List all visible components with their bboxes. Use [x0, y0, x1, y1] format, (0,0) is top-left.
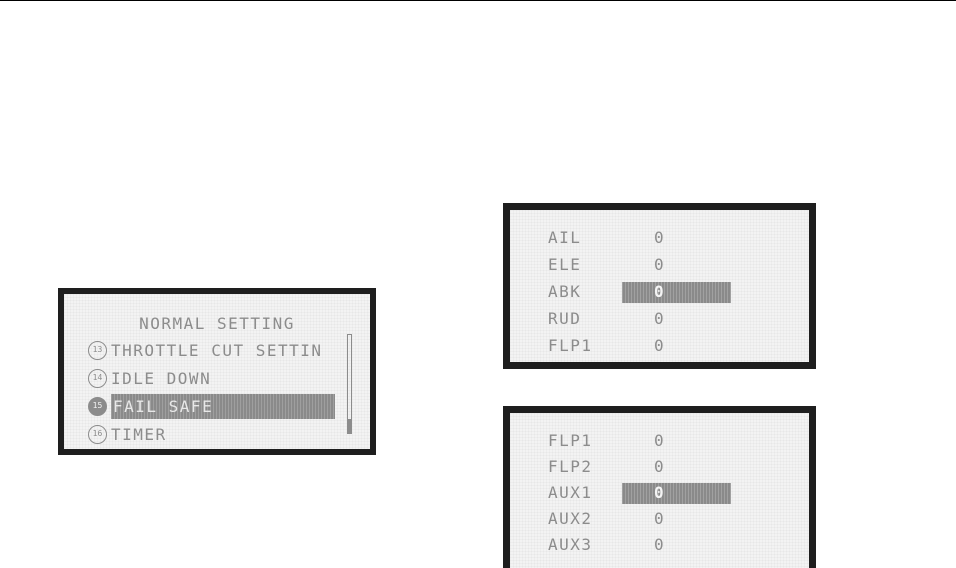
channel-value: 0: [654, 533, 674, 557]
channel-name: ABK: [548, 280, 618, 304]
channel-value: 0: [654, 507, 674, 531]
failsafe-channel-screen-2: FLP1 0 FLP2 0 AUX1 0 AUX2 0 AUX3 0: [503, 406, 816, 568]
menu-scrollbar-thumb[interactable]: [348, 419, 351, 433]
channel-name: AUX2: [548, 507, 618, 531]
top-rule: [0, 0, 956, 1]
channel-value: 0: [654, 334, 674, 358]
channel-value: 0: [654, 253, 674, 277]
failsafe-channel-screen-1: AIL 0 ELE 0 ABK 0 RUD 0 FLP1 0: [503, 203, 816, 369]
channel-value: 0: [654, 307, 674, 331]
channel-value: 0: [654, 481, 674, 505]
channel-lcd-display: AIL 0 ELE 0 ABK 0 RUD 0 FLP1 0: [510, 210, 809, 362]
channel-name: AUX1: [548, 481, 618, 505]
item-number-badge: 14: [88, 369, 107, 388]
channel-name: RUD: [548, 307, 618, 331]
item-number-badge: 13: [88, 341, 107, 360]
channel-name: ELE: [548, 253, 618, 277]
menu-item-label: FAIL SAFE: [111, 394, 335, 419]
channel-value: 0: [654, 455, 674, 479]
channel-name: FLP1: [548, 334, 618, 358]
channel-name: AIL: [548, 226, 618, 250]
menu-item-label: THROTTLE CUT SETTIN: [111, 341, 323, 360]
menu-scrollbar[interactable]: [347, 334, 352, 434]
channel-lcd-display: FLP1 0 FLP2 0 AUX1 0 AUX2 0 AUX3 0: [510, 413, 809, 568]
menu-item-label: IDLE DOWN: [111, 369, 211, 388]
channel-name: FLP1: [548, 429, 618, 453]
item-number-badge: 16: [88, 425, 107, 444]
menu-title: NORMAL SETTING: [64, 314, 370, 333]
item-number-badge: 15: [88, 397, 107, 416]
menu-item-label: TIMER: [111, 425, 167, 444]
channel-value: 0: [654, 280, 674, 304]
selection-highlight: [622, 483, 731, 504]
channel-name: FLP2: [548, 455, 618, 479]
selection-highlight: [622, 282, 731, 303]
channel-name: AUX3: [548, 533, 618, 557]
channel-value: 0: [654, 226, 674, 250]
channel-value: 0: [654, 429, 674, 453]
